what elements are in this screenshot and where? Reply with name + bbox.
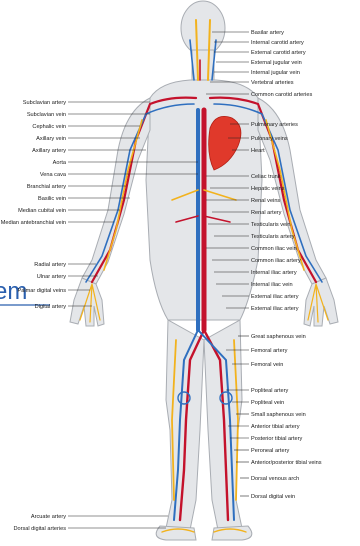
- right-label: External iliac artery: [251, 294, 299, 300]
- right-label: Popliteal artery: [251, 388, 289, 394]
- right-label: Renal artery: [251, 210, 282, 216]
- left-label: Dorsal digital arteries: [13, 526, 66, 532]
- right-label: Dorsal digital vein: [251, 494, 295, 500]
- left-label: Digital artery: [35, 304, 67, 310]
- right-label: External jugular vein: [251, 60, 302, 66]
- left-label: Radial artery: [34, 262, 66, 268]
- right-label: Internal carotid artery: [251, 40, 304, 46]
- right-label: Heart: [251, 148, 265, 154]
- right-label: External carotid artery: [251, 50, 306, 56]
- right-label: Dorsal venous arch: [251, 476, 299, 482]
- right-label: Posterior tibial artery: [251, 436, 302, 442]
- left-label: Median antebranchial vein: [1, 220, 66, 226]
- left-label: Axillary artery: [32, 148, 66, 154]
- right-label: Peroneal artery: [251, 448, 289, 454]
- right-label: Common iliac vein: [251, 246, 297, 252]
- right-label: Femoral vein: [251, 362, 283, 368]
- right-label: Pulmonary arteries: [251, 122, 298, 128]
- left-label: Subclavian vein: [27, 112, 66, 118]
- right-label: Common carotid arteries: [251, 92, 312, 98]
- right-label: Basilar artery: [251, 30, 284, 36]
- left-label: Axillary vein: [36, 136, 66, 142]
- right-label: Testicularis artery: [251, 234, 295, 240]
- left-label: Palmar digital veins: [17, 288, 66, 294]
- left-label: Median cubital vein: [18, 208, 66, 214]
- right-label: Internal jugular vein: [251, 70, 300, 76]
- right-label: Testicularis vein: [251, 222, 290, 228]
- right-label: Vertebral arteries: [251, 80, 294, 86]
- right-label: Celiac trunk: [251, 174, 281, 180]
- right-label: Popliteal vein: [251, 400, 284, 406]
- left-label: Vena cava: [40, 172, 67, 178]
- right-label: External iliac artery: [251, 306, 299, 312]
- right-label: Internal iliac artery: [251, 270, 297, 276]
- right-label: Renal veins: [251, 198, 280, 204]
- right-label: Great saphenous vein: [251, 334, 306, 340]
- right-label: Hepatic veins: [251, 186, 285, 192]
- right-label: Common iliac artery: [251, 258, 301, 264]
- left-label: Arcuate artery: [31, 514, 66, 520]
- right-label: Anterior tibial artery: [251, 424, 300, 430]
- right-label: Femoral artery: [251, 348, 288, 354]
- left-label: Aorta: [53, 160, 67, 166]
- right-label: Pulonary veins: [251, 136, 288, 142]
- left-label: Subclavian artery: [23, 100, 66, 106]
- right-label: Internal iliac vein: [251, 282, 293, 288]
- right-label: Small saphenous vein: [251, 412, 306, 418]
- left-label: Ulnar artery: [37, 274, 66, 280]
- left-label: Cephalic vein: [32, 124, 66, 130]
- left-label: Basilic vein: [38, 196, 66, 202]
- left-label: Branchial artery: [27, 184, 66, 190]
- right-label: Anterior/posterior tibial veins: [251, 460, 322, 466]
